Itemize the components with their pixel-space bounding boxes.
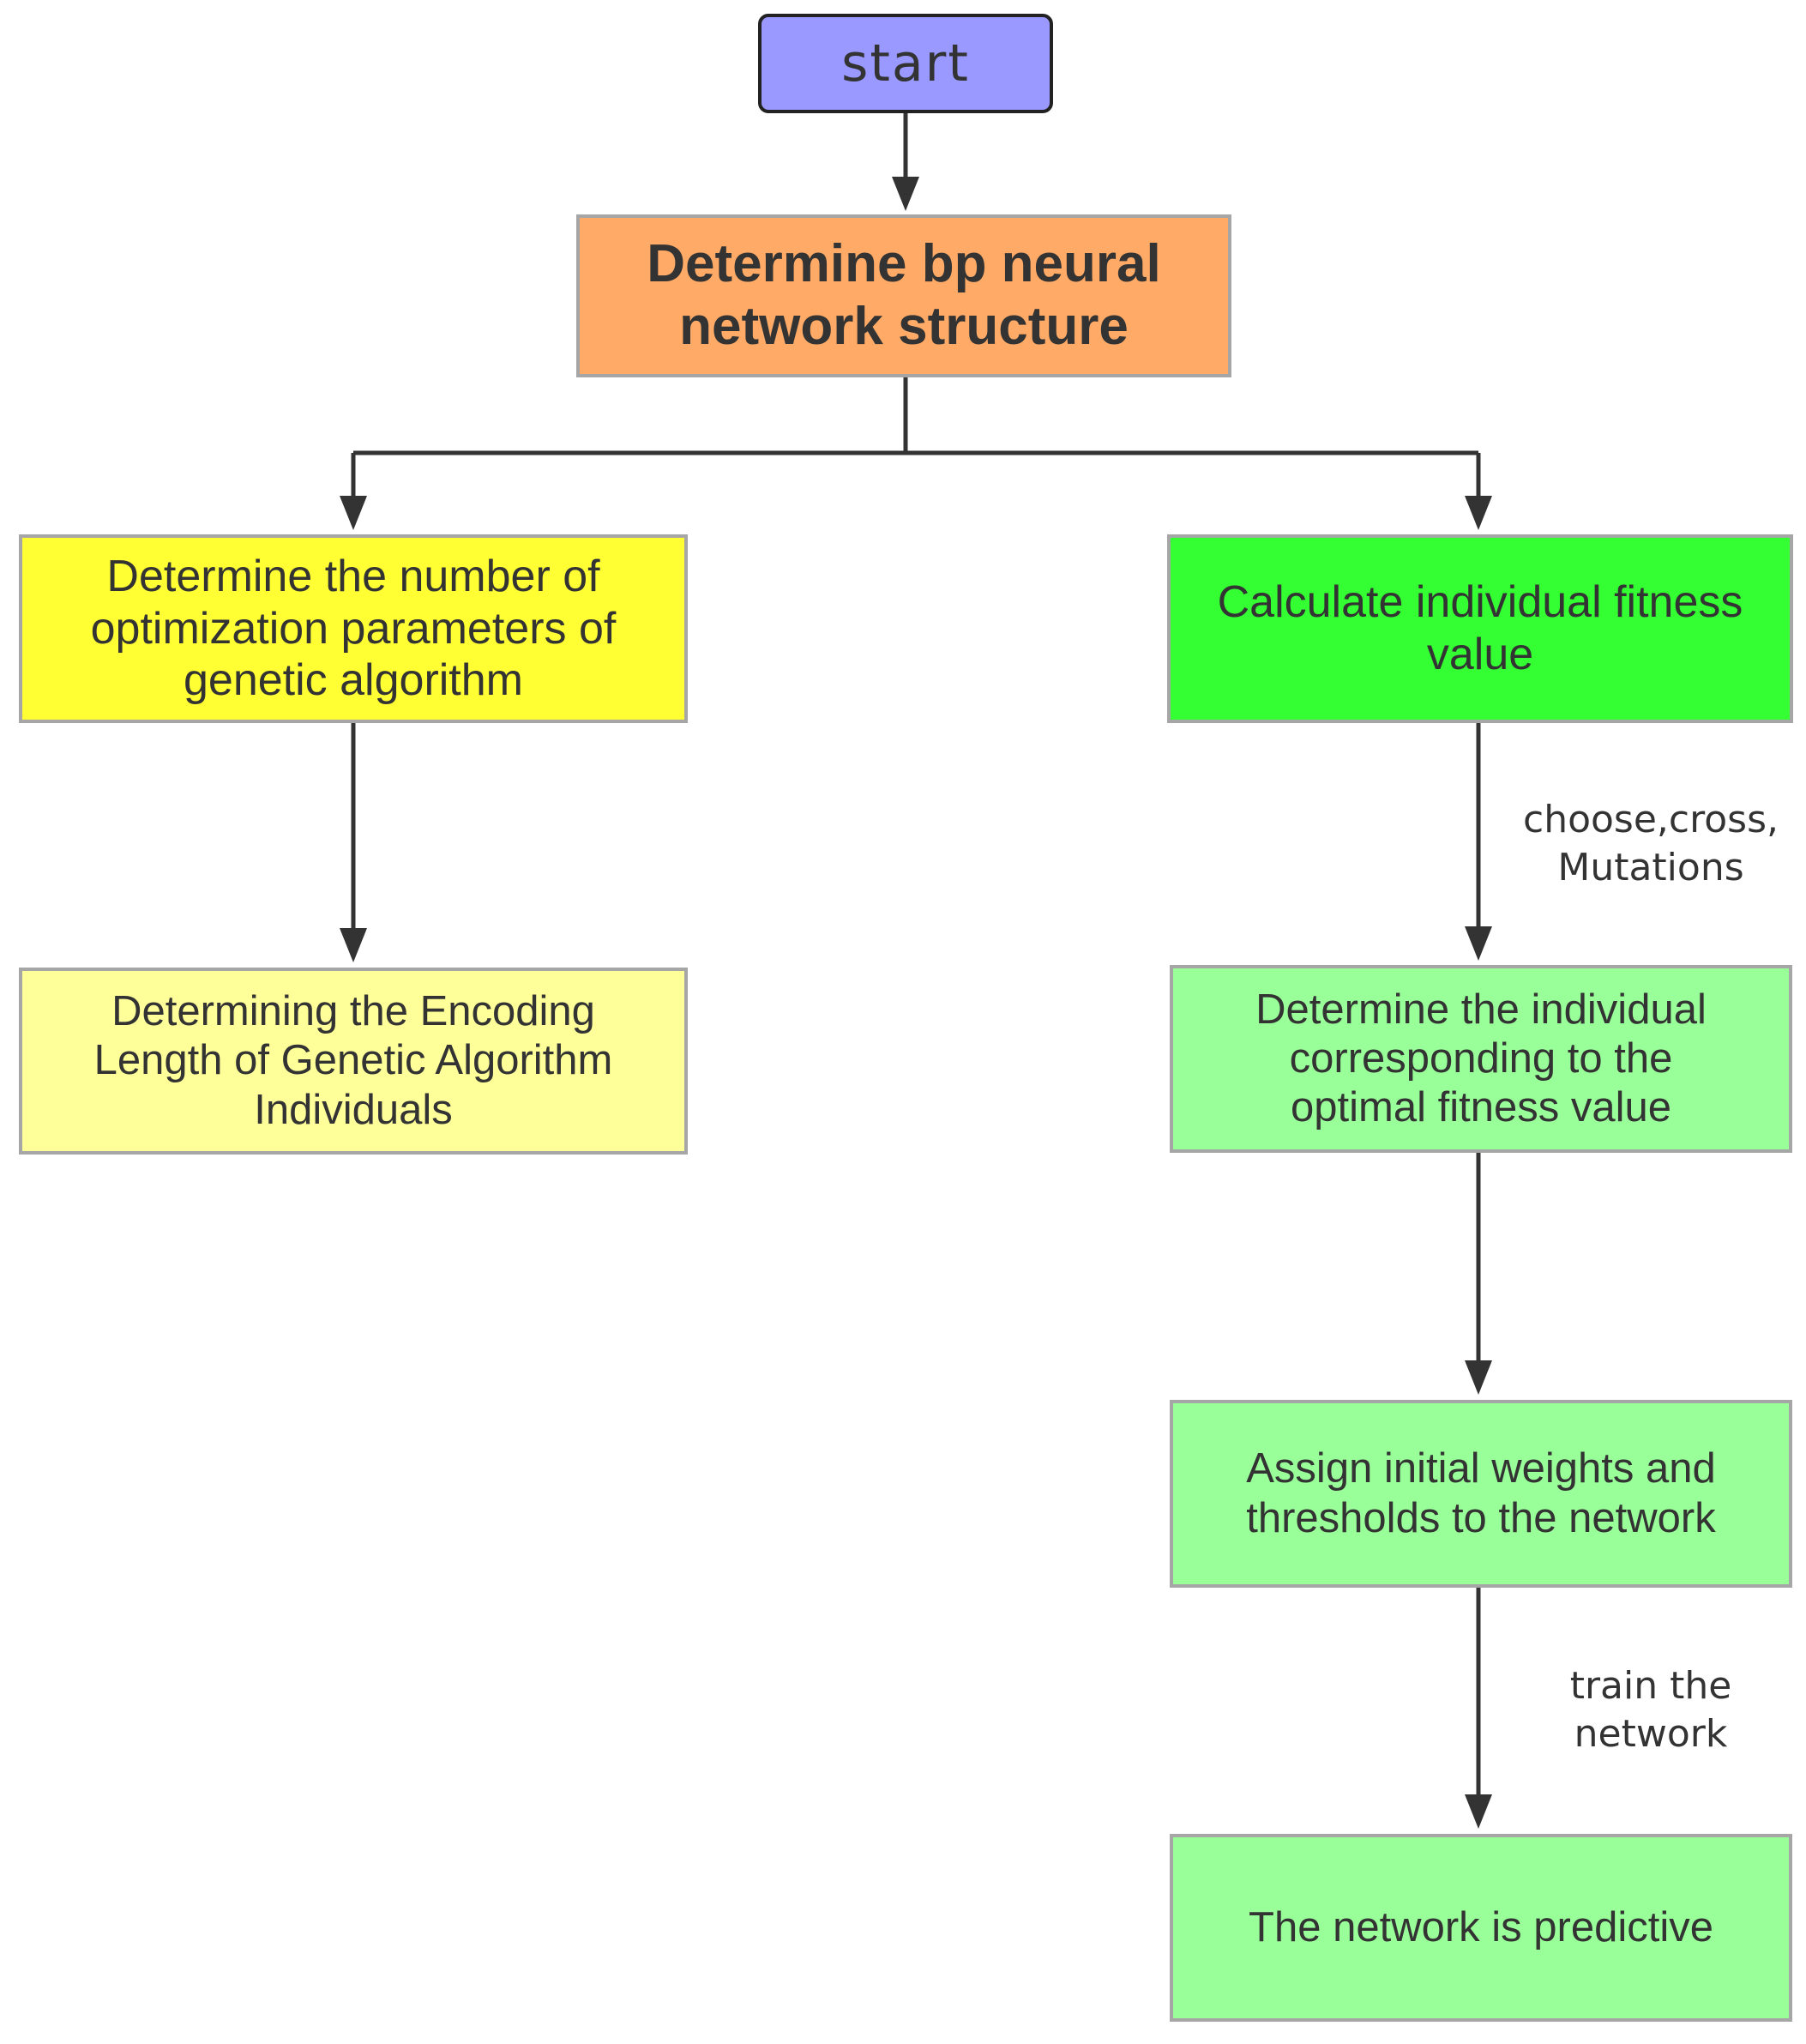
assign-weights-label: Assign initial weights and thresholds to…	[1246, 1445, 1716, 1541]
arrowhead-assign-to-predictive	[1465, 1794, 1492, 1829]
arrowhead-split-to-optimization-params	[340, 496, 367, 530]
assign-weights-node: Assign initial weights and thresholds to…	[1170, 1400, 1792, 1588]
arrowhead-start-to-structure	[892, 177, 919, 211]
fitness-value-node: Calculate individual fitness value	[1167, 534, 1793, 723]
arrowhead-optimal-to-assign	[1465, 1360, 1492, 1395]
optimal-individual-node: Determine the individual corresponding t…	[1170, 965, 1792, 1153]
optimal-individual-label: Determine the individual corresponding t…	[1255, 986, 1707, 1131]
network-structure-node: Determine bp neural network structure	[576, 214, 1231, 377]
fitness-value-label: Calculate individual fitness value	[1217, 577, 1743, 679]
encoding-length-node: Determining the Encoding Length of Genet…	[19, 968, 688, 1155]
train-network-edge-label: train the network	[1569, 1664, 1732, 1757]
network-predictive-node: The network is predictive	[1170, 1834, 1792, 2022]
network-predictive-label: The network is predictive	[1249, 1903, 1713, 1951]
arrowhead-split-to-fitness	[1465, 496, 1492, 530]
optimization-parameters-node: Determine the number of optimization par…	[19, 534, 688, 723]
genetic-operations-edge-label: choose,cross, Mutations	[1523, 798, 1779, 890]
network-structure-label: Determine bp neural network structure	[647, 234, 1161, 356]
arrowhead-fitness-to-optimal	[1465, 926, 1492, 961]
optimization-parameters-label: Determine the number of optimization par…	[90, 551, 617, 706]
arrowhead-optimization-to-encoding	[340, 928, 367, 962]
start-label: start	[841, 33, 970, 93]
start-node: start	[758, 14, 1053, 113]
encoding-length-label: Determining the Encoding Length of Genet…	[93, 988, 613, 1133]
